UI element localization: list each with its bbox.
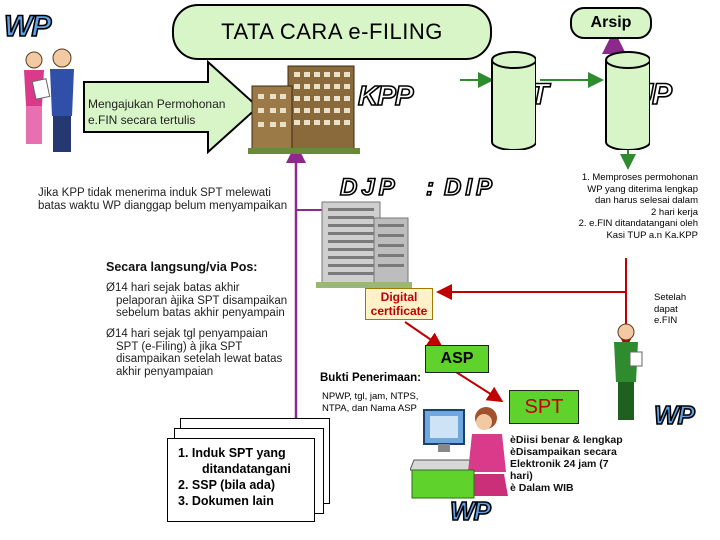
dip-stamp: DIP — [443, 173, 497, 202]
woman-at-computer-icon — [410, 407, 508, 499]
request-arrow-text: Mengajukan Permohonan e.FIN secara tertu… — [88, 97, 226, 127]
spt-notes: èDiisi benar & lengkap èDisampaikan seca… — [510, 434, 623, 494]
spt-box: SPT — [509, 390, 579, 424]
process-steps: 1. Memproses permohonan WP yang diterima… — [578, 172, 698, 241]
arrow-asp-to-spt — [455, 371, 504, 403]
digital-certificate: Digital certificate — [365, 288, 433, 320]
wp-stamp-top: WP — [3, 9, 52, 44]
secara-item-2: Ø14 hari sejak tgl penyampaian SPT (e-Fi… — [106, 328, 283, 378]
tall-building-icon — [316, 201, 412, 288]
arsip-box: Arsip — [570, 7, 652, 39]
colon-stamp: : — [425, 173, 435, 202]
asp-box: ASP — [425, 345, 489, 373]
document-stack-icon: 1. Induk SPT yang ditandatangani 2. SSP … — [167, 438, 315, 522]
setelah-note: Setelah dapat e.FIN — [654, 292, 687, 326]
secara-item-1: Ø14 hari sejak batas akhir pelaporan àji… — [106, 282, 288, 319]
office-building-icon — [248, 65, 360, 154]
tup-database-cylinder-icon — [605, 51, 650, 150]
bukti-detail: NPWP, tgl, jam, NTPS, NTPA, dan Nama ASP — [322, 391, 419, 414]
person-standing-icon — [614, 323, 643, 420]
secara-title: Secara langsung/via Pos: — [106, 260, 258, 274]
kpp-stamp: KPP — [357, 79, 414, 112]
djp-stamp: DJP — [339, 173, 399, 202]
kpp-note: Jika KPP tidak menerima induk SPT melewa… — [38, 187, 288, 212]
person-couple-icon — [24, 48, 74, 152]
page-title: TATA CARA e-FILING — [172, 4, 492, 60]
bukti-title: Bukti Penerimaan: — [320, 372, 421, 384]
wp-stamp-right: WP — [653, 399, 695, 431]
tpt-database-cylinder-icon — [491, 51, 536, 150]
wp-stamp-bottom: WP — [449, 495, 491, 527]
arrow-digital-to-asp — [404, 321, 444, 349]
request-arrow — [83, 60, 260, 154]
